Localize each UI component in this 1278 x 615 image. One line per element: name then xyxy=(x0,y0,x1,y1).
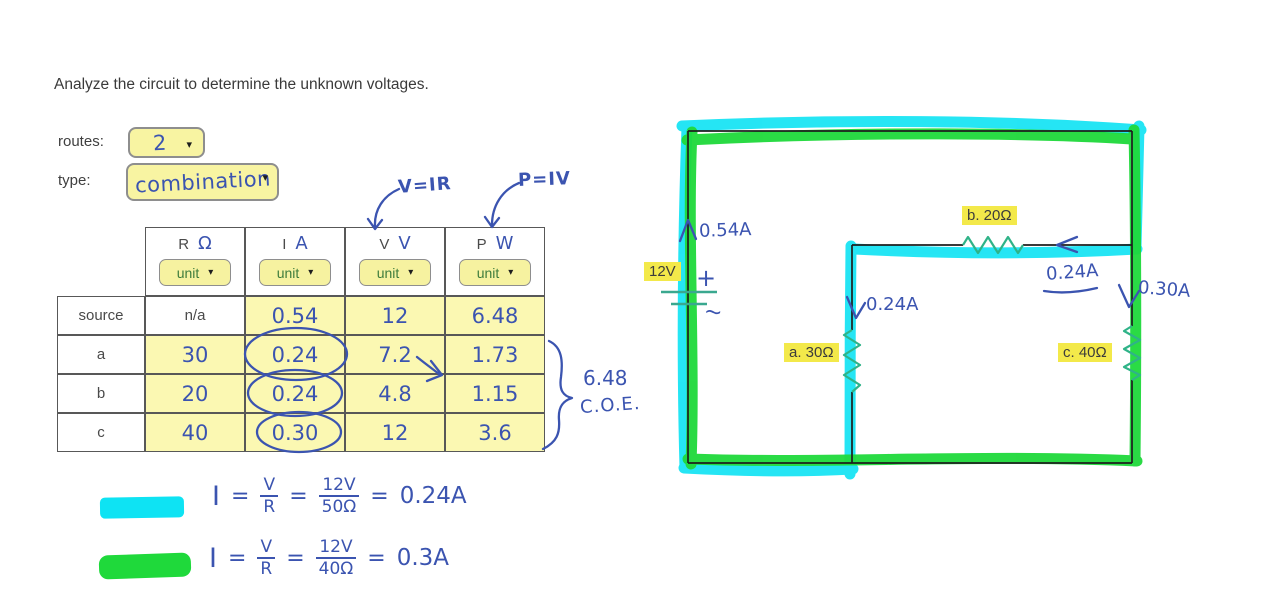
cell-source-p[interactable]: 6.48 xyxy=(445,296,545,335)
equals-sign: = xyxy=(286,545,305,571)
p-iv-arrow xyxy=(483,181,521,229)
cell-b-v[interactable]: 4.8 xyxy=(345,374,445,413)
cell-b-r[interactable]: 20 xyxy=(145,374,245,413)
row-label-b: b xyxy=(57,374,145,413)
row-label-source: source xyxy=(57,296,145,335)
unit-dropdown-r[interactable]: unit ▾ xyxy=(159,259,231,286)
unit-dropdown-label: unit xyxy=(476,264,500,281)
type-value: combination xyxy=(133,166,271,198)
cell-c-i[interactable]: 0.30 xyxy=(245,413,345,452)
handwritten-unit-letter: V xyxy=(398,233,411,254)
coe-brace xyxy=(541,339,574,451)
resistor-c-symbol xyxy=(1122,325,1142,381)
source-current-annotation: 0.54A xyxy=(698,219,752,242)
unit-dropdown-label: unit xyxy=(176,264,200,281)
equals-sign: = xyxy=(370,483,389,509)
unit-dropdown-label: unit xyxy=(376,264,400,281)
equals-sign: = xyxy=(289,483,308,509)
chevron-down-icon: ▾ xyxy=(186,139,192,151)
branch-b-underline xyxy=(1042,286,1099,294)
cell-source-r[interactable]: n/a xyxy=(145,296,245,335)
type-dropdown[interactable]: combination ▾ xyxy=(126,163,279,201)
cyan-marker-swatch xyxy=(99,496,185,519)
routes-label: routes: xyxy=(58,133,104,150)
green-marker-swatch xyxy=(98,552,192,580)
branch-c-current-annotation: 0.30A xyxy=(1137,277,1192,302)
equation-result: 0.24A xyxy=(399,483,467,510)
current-up-arrow xyxy=(678,218,698,243)
chevron-down-icon: ▾ xyxy=(208,267,214,278)
handwritten-unit-letter: A xyxy=(295,233,308,254)
cell-c-r[interactable]: 40 xyxy=(145,413,245,452)
row-label-c: c xyxy=(57,413,145,452)
column-symbol: V xyxy=(379,236,390,253)
resistor-b-symbol xyxy=(962,235,1024,255)
resistor-a-label: a. 30Ω xyxy=(784,343,839,362)
chevron-down-icon: ▾ xyxy=(408,267,414,278)
type-label: type: xyxy=(58,172,91,189)
equals-sign: = xyxy=(367,545,386,571)
chevron-down-icon: ▾ xyxy=(508,267,514,278)
formula-v-ir: V=IR xyxy=(397,173,453,198)
chevron-down-icon: ▾ xyxy=(262,172,268,184)
battery-plus-sign: + xyxy=(696,264,717,292)
cell-source-i[interactable]: 0.54 xyxy=(245,296,345,335)
cell-a-r[interactable]: 30 xyxy=(145,335,245,374)
chevron-down-icon: ▾ xyxy=(308,267,314,278)
column-symbol: R xyxy=(178,236,190,253)
equation-result: 0.3A xyxy=(396,545,450,572)
resistor-b-label: b. 20Ω xyxy=(962,206,1017,225)
battery-minus-sign: ~ xyxy=(702,298,725,327)
unit-dropdown-i[interactable]: unit ▾ xyxy=(259,259,331,286)
coe-label: C.O.E. xyxy=(579,392,642,419)
cell-source-v[interactable]: 12 xyxy=(345,296,445,335)
equation-lhs: I xyxy=(209,542,217,574)
table-corner-spacer xyxy=(57,227,145,296)
column-symbol: P xyxy=(476,236,487,253)
resistor-a-symbol xyxy=(842,329,862,393)
row-label-a: a xyxy=(57,335,145,374)
branch-c-down-arrow xyxy=(1117,283,1141,309)
branch-a-down-arrow xyxy=(845,295,867,320)
cell-b-p[interactable]: 1.15 xyxy=(445,374,545,413)
cell-c-p[interactable]: 3.6 xyxy=(445,413,545,452)
handwritten-unit-letter: W xyxy=(495,233,514,254)
voltage-source-label: 12V xyxy=(644,262,681,281)
equals-sign: = xyxy=(227,545,247,571)
cell-a-v[interactable]: 7.2 xyxy=(345,335,445,374)
routes-dropdown[interactable]: 2 ▾ xyxy=(128,127,205,158)
resistor-c-label: c. 40Ω xyxy=(1058,343,1112,362)
cell-c-v[interactable]: 12 xyxy=(345,413,445,452)
cell-a-i[interactable]: 0.24 xyxy=(245,335,345,374)
handwritten-unit-letter: Ω xyxy=(198,233,212,254)
cell-b-i[interactable]: 0.24 xyxy=(245,374,345,413)
branch-b-left-arrow xyxy=(1055,235,1079,254)
coe-sum-value: 6.48 xyxy=(583,366,628,390)
column-symbol: I xyxy=(282,236,287,253)
unit-dropdown-p[interactable]: unit ▾ xyxy=(459,259,531,286)
page-title: Analyze the circuit to determine the unk… xyxy=(54,76,429,93)
unit-dropdown-v[interactable]: unit ▾ xyxy=(359,259,431,286)
equation-lhs: I xyxy=(212,480,220,512)
formula-p-iv: P=IV xyxy=(517,168,572,191)
cell-a-p[interactable]: 1.73 xyxy=(445,335,545,374)
branch-b-current-annotation: 0.24A xyxy=(1045,260,1100,285)
unit-dropdown-label: unit xyxy=(276,264,300,281)
routes-value: 2 xyxy=(152,130,167,155)
v-ir-arrow xyxy=(366,187,401,231)
equals-sign: = xyxy=(230,483,250,509)
branch-a-current-annotation: 0.24A xyxy=(866,294,919,315)
